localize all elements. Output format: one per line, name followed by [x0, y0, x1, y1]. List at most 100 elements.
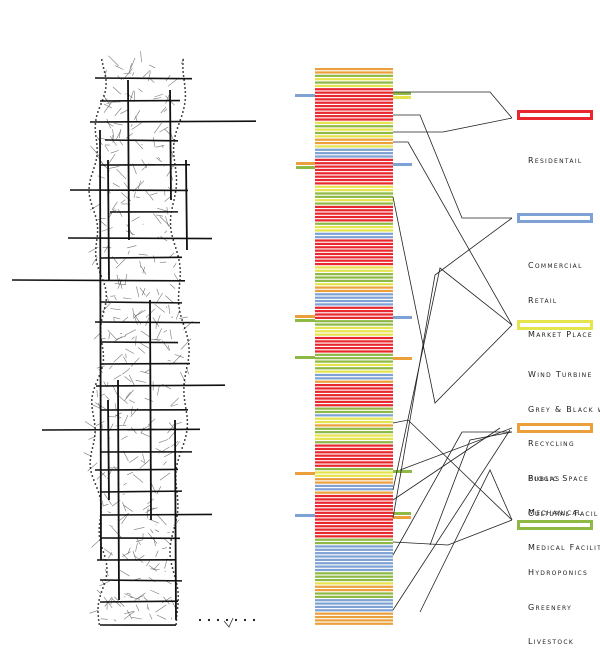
outline-dot	[178, 307, 180, 309]
program-bar	[315, 145, 393, 147]
lattice-stroke	[141, 433, 150, 437]
program-bar	[315, 236, 393, 238]
lattice-stroke	[147, 508, 148, 518]
program-bar	[315, 350, 393, 352]
lattice-stroke	[169, 432, 175, 439]
program-bar	[315, 431, 393, 433]
outline-dot	[94, 127, 96, 129]
outline-dot	[92, 447, 94, 449]
lattice-stroke	[172, 152, 173, 158]
outline-dot	[103, 283, 105, 285]
outline-dot	[88, 191, 90, 193]
outline-dot	[99, 535, 101, 537]
outline-dot	[184, 379, 186, 381]
program-bar	[315, 384, 393, 386]
outline-dot	[95, 383, 97, 385]
floor-stroke	[95, 322, 200, 323]
program-bar	[315, 387, 393, 389]
program-bar	[315, 229, 393, 231]
program-bar	[315, 451, 393, 453]
outline-dot	[172, 567, 174, 569]
program-bar	[315, 182, 393, 184]
outline-dot	[102, 351, 104, 353]
lattice-stroke	[141, 51, 142, 62]
outline-dot	[105, 83, 107, 85]
program-bar	[315, 492, 393, 494]
outline-dot	[103, 355, 105, 357]
lattice-stroke	[134, 527, 144, 529]
outline-dot	[105, 287, 107, 289]
outline-dot	[91, 395, 93, 397]
lattice-stroke	[157, 486, 161, 494]
program-bar	[315, 465, 393, 467]
program-bar	[315, 337, 393, 339]
lattice-stroke	[153, 137, 155, 147]
outline-dot	[184, 327, 186, 329]
lattice-stroke	[127, 593, 131, 594]
outline-dot	[104, 555, 106, 557]
outline-dot	[176, 179, 178, 181]
outline-dot	[173, 151, 175, 153]
outline-dot	[187, 359, 189, 361]
lattice-stroke	[141, 460, 146, 463]
lattice-stroke	[149, 65, 155, 68]
outline-dot	[96, 223, 98, 225]
outline-dot	[186, 431, 188, 433]
tower-vertical	[108, 400, 109, 500]
program-bar	[315, 297, 393, 299]
outline-dot	[94, 423, 96, 425]
outline-dot	[183, 383, 185, 385]
outline-dot	[96, 147, 98, 149]
outline-dot	[91, 203, 93, 205]
program-bar	[315, 559, 393, 561]
outline-dot	[96, 219, 98, 221]
program-bar	[315, 115, 393, 117]
program-bar	[315, 565, 393, 567]
outline-dot	[179, 271, 181, 273]
program-bar	[315, 293, 393, 295]
program-stack	[295, 68, 412, 625]
outline-dot	[185, 331, 187, 333]
outline-dot	[177, 587, 179, 589]
lattice-stroke	[104, 494, 111, 505]
lattice-stroke	[117, 275, 119, 285]
program-bar	[315, 596, 393, 598]
outline-dot	[170, 231, 172, 233]
trail-dot	[235, 619, 237, 621]
lattice-stroke	[173, 422, 182, 425]
leader-line	[393, 142, 512, 325]
outline-dot	[183, 387, 185, 389]
program-bar	[315, 317, 393, 319]
program-bar	[315, 81, 393, 83]
lattice-stroke	[109, 333, 110, 339]
program-tab	[393, 92, 411, 95]
lattice-stroke	[127, 472, 133, 475]
program-tab	[393, 470, 412, 473]
lattice-stroke	[105, 145, 109, 151]
lattice-stroke	[124, 415, 128, 425]
leader-line	[393, 118, 512, 132]
outline-dot	[93, 211, 95, 213]
outline-dot	[95, 247, 97, 249]
program-bar	[315, 488, 393, 490]
outline-dot	[177, 607, 179, 609]
lattice-stroke	[136, 336, 137, 346]
lattice-stroke	[159, 439, 168, 442]
outline-dot	[97, 611, 99, 613]
program-bar	[315, 549, 393, 551]
program-bar	[315, 434, 393, 436]
lattice-stroke	[124, 483, 127, 485]
program-bar	[315, 199, 393, 201]
lattice-stroke	[148, 419, 155, 425]
lattice-stroke	[164, 538, 171, 544]
lattice-stroke	[109, 166, 119, 168]
lattice-stroke	[127, 246, 136, 248]
legend-label-residential: Residentail	[528, 132, 583, 190]
lattice-stroke	[157, 289, 159, 295]
program-bar	[315, 592, 393, 594]
outline-dot	[177, 591, 179, 593]
outline-dot	[178, 299, 180, 301]
outline-dot	[106, 571, 108, 573]
lattice-stroke	[156, 551, 159, 557]
outline-dot	[95, 131, 97, 133]
